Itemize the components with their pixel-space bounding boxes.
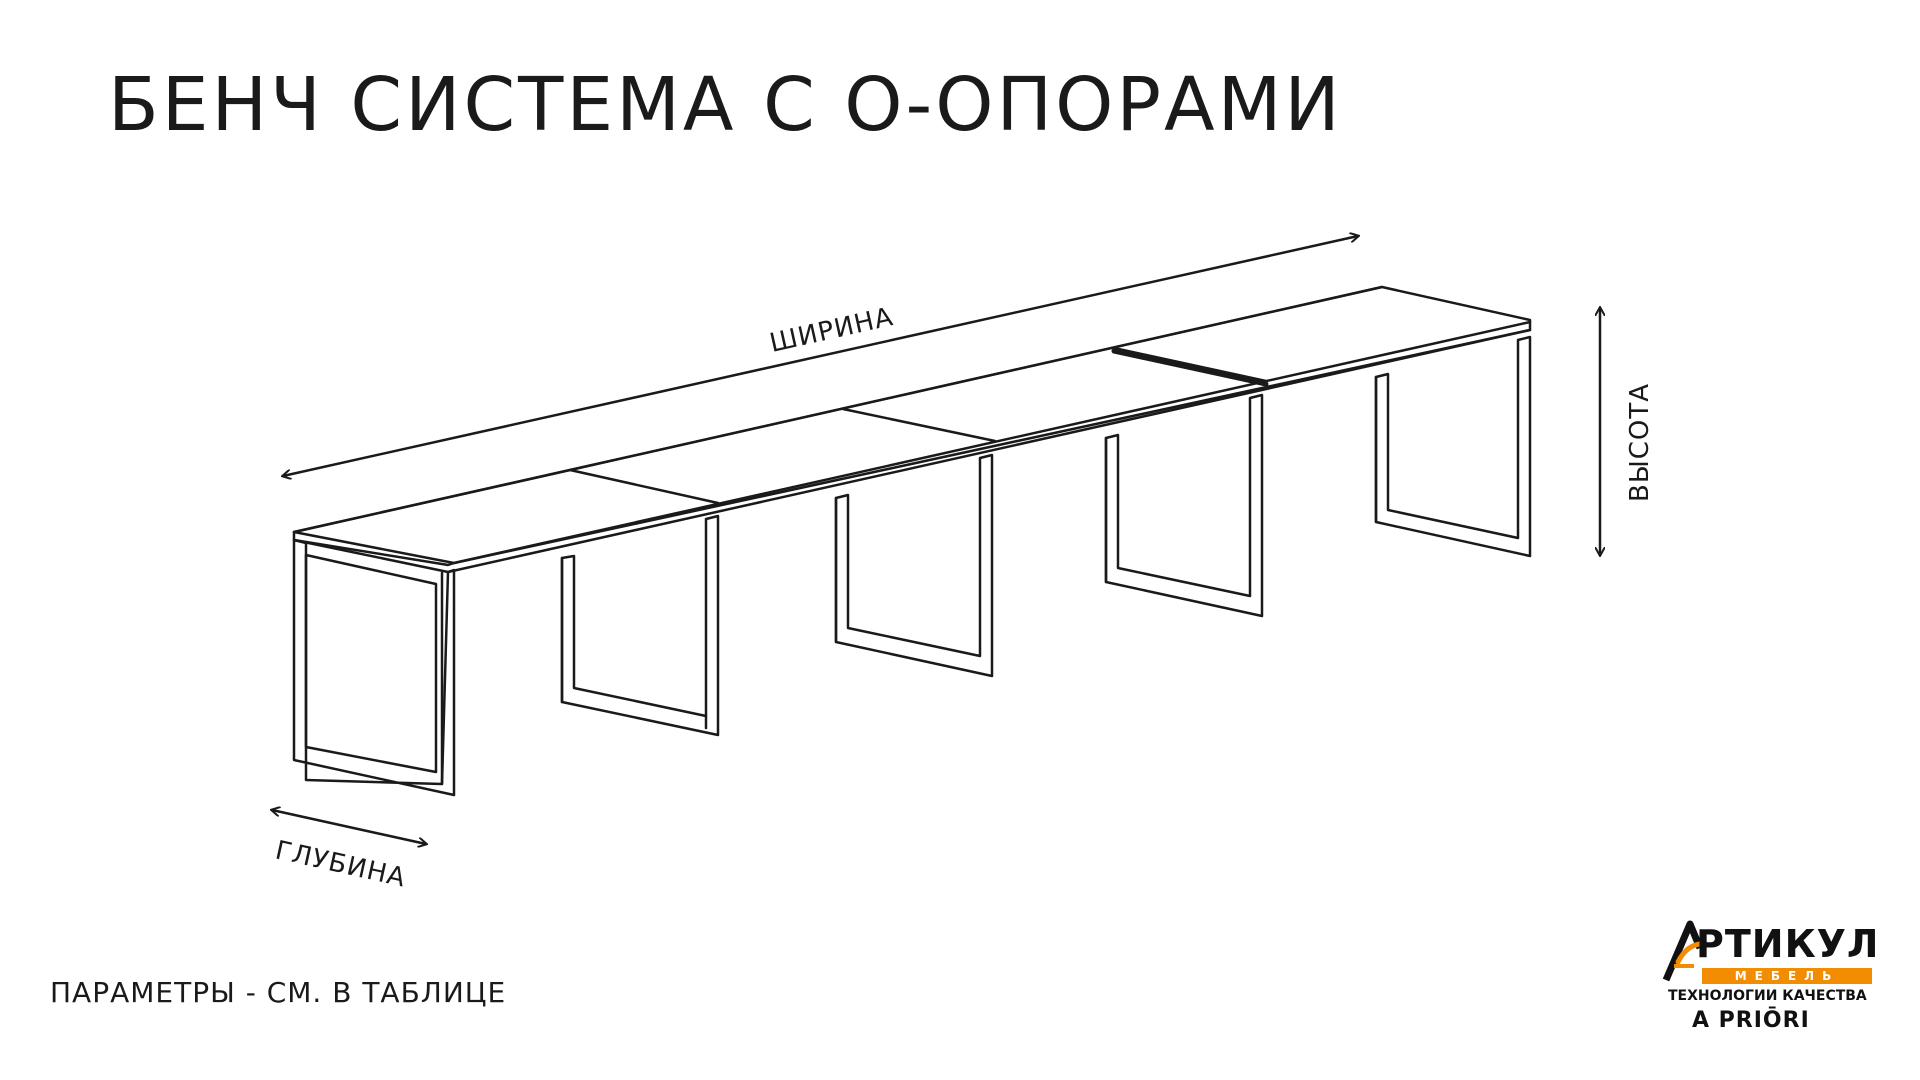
- depth-label: ГЛУБИНА: [272, 836, 408, 894]
- logo-sub-text: МЕБЕЛЬ: [1702, 968, 1872, 984]
- parameters-note: ПАРАМЕТРЫ - СМ. В ТАБЛИЦЕ: [50, 976, 507, 1009]
- height-label: ВЫСОТА: [1625, 383, 1655, 502]
- leg-5: [1374, 335, 1532, 558]
- leg-4: [1104, 393, 1264, 618]
- leg-1: [292, 538, 456, 797]
- logo-tagline: ТЕХНОЛОГИИ КАЧЕСТВА: [1668, 988, 1867, 1004]
- logo-a-mark-icon: [1662, 920, 1709, 982]
- logo-apriori: A PRIŌRI: [1692, 1008, 1810, 1033]
- leg-2: [560, 514, 720, 737]
- company-logo: РТИКУЛ МЕБЕЛЬ ТЕХНОЛОГИИ КАЧЕСТВА A PRIŌ…: [1660, 918, 1880, 1038]
- depth-dimension-line: [272, 810, 426, 844]
- width-label: ШИРИНА: [767, 302, 896, 359]
- table-top: [292, 285, 1532, 574]
- page-title: БЕНЧ СИСТЕМА С О-ОПОРАМИ: [108, 62, 1343, 148]
- width-dimension-line: [283, 236, 1358, 476]
- leg-3: [834, 453, 994, 678]
- logo-brand-text: РТИКУЛ: [1696, 922, 1880, 966]
